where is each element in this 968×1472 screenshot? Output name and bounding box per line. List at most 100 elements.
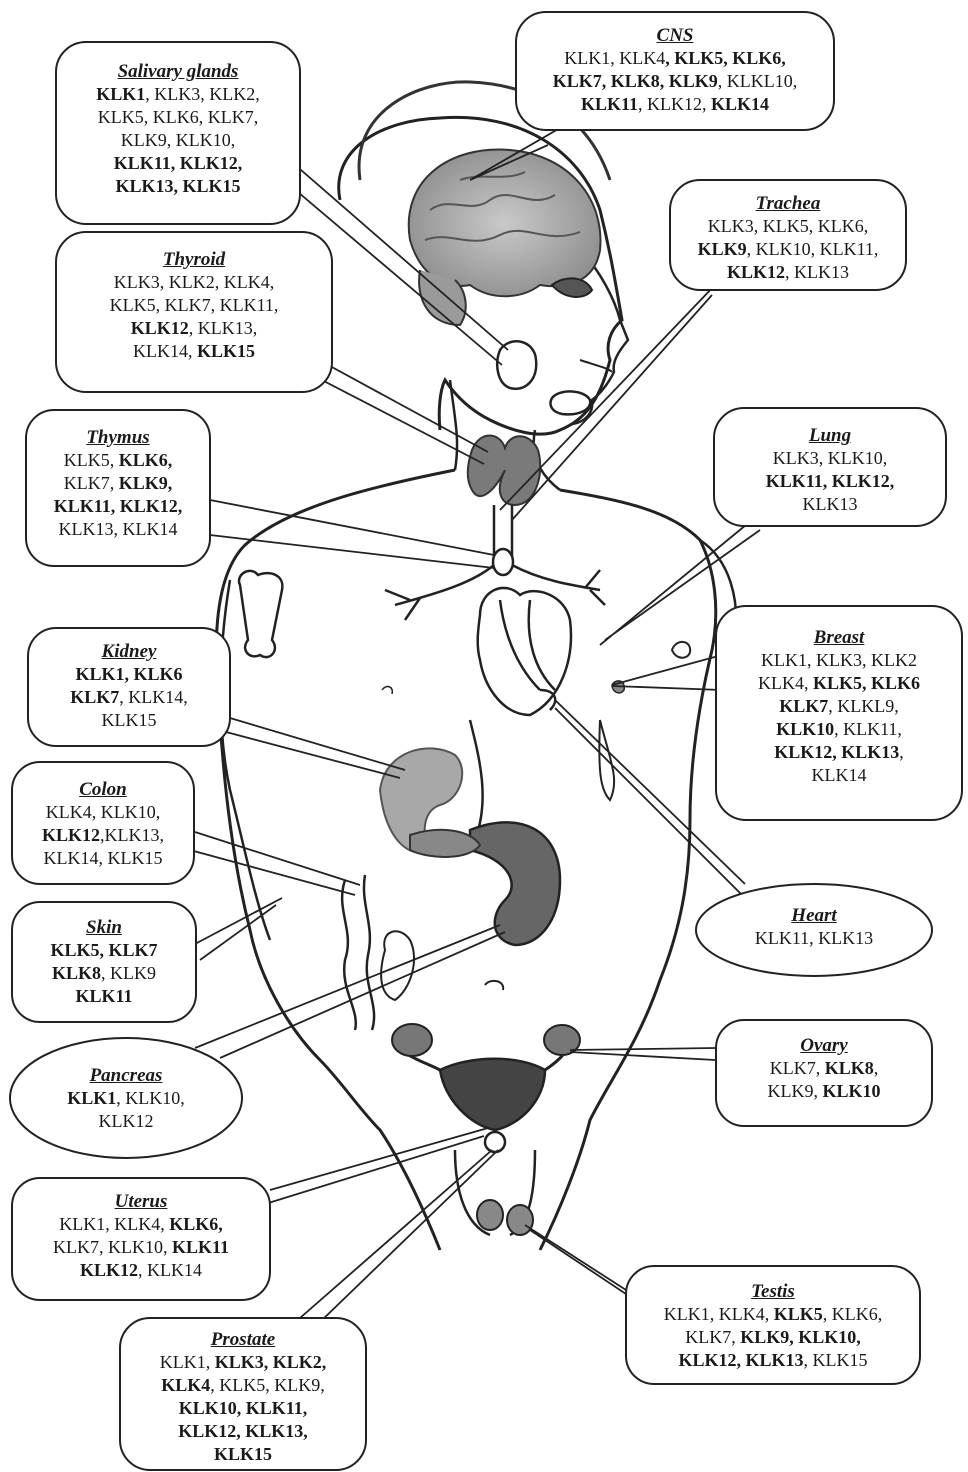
left-nipple-icon bbox=[382, 687, 392, 694]
gene-text: KLK5, KLK7, KLK11, bbox=[110, 295, 279, 315]
gene-line: KLK12,KLK13, bbox=[16, 824, 190, 847]
tissue-title-cns: CNS bbox=[520, 24, 830, 47]
gene-list-thymus: KLK5, KLK6,KLK7, KLK9,KLK11, KLK12,KLK13… bbox=[30, 449, 206, 541]
bone-icon bbox=[239, 571, 282, 657]
gene-list-colon: KLK4, KLK10,KLK12,KLK13,KLK14, KLK15 bbox=[16, 801, 190, 870]
gene-list-kidney: KLK1, KLK6KLK7, KLK14,KLK15 bbox=[32, 663, 226, 732]
gene-line: KLK11, KLK12, bbox=[60, 152, 296, 175]
gene-line: KLK13, KLK14 bbox=[30, 518, 206, 541]
gene-line: KLK13 bbox=[718, 493, 942, 516]
gene-line: KLK7, KLK9, bbox=[30, 472, 206, 495]
gene-bold: KLK12 bbox=[727, 262, 785, 282]
gene-text: KLK1, KLK4, bbox=[59, 1214, 169, 1234]
gene-bold: KLK5 bbox=[774, 1304, 823, 1324]
gene-text: KLK5, KLK6, KLK7, bbox=[98, 107, 258, 127]
gene-line: KLK7, KLK10, KLK11 bbox=[16, 1236, 266, 1259]
callout-prostate: Prostate KLK1, KLK3, KLK2,KLK4, KLK5, KL… bbox=[124, 1328, 362, 1466]
leader-skin bbox=[195, 898, 282, 960]
gene-bold: KLK4 bbox=[161, 1375, 210, 1395]
callout-ovary: Ovary KLK7, KLK8,KLK9, KLK10 bbox=[720, 1034, 928, 1103]
gene-bold: , KLK5, KLK6, bbox=[665, 48, 786, 68]
testis-right-icon bbox=[507, 1205, 533, 1235]
gene-line: KLK3, KLK10, bbox=[718, 447, 942, 470]
tissue-title-heart: Heart bbox=[712, 904, 916, 927]
gene-list-thyroid: KLK3, KLK2, KLK4,KLK5, KLK7, KLK11,KLK12… bbox=[60, 271, 328, 363]
gene-line: KLK12, KLK13 bbox=[674, 261, 902, 284]
tissue-title-ovary: Ovary bbox=[720, 1034, 928, 1057]
gene-text: , KLK10, KLK11, bbox=[747, 239, 879, 259]
leader-kidney bbox=[226, 718, 405, 778]
gene-line: KLK14, KLK15 bbox=[16, 847, 190, 870]
gene-bold: KLK7 bbox=[779, 696, 828, 716]
gene-text: KLK5, bbox=[64, 450, 119, 470]
callout-testis: Testis KLK1, KLK4, KLK5, KLK6,KLK7, KLK9… bbox=[630, 1280, 916, 1372]
gene-text: KLK11, KLK13 bbox=[755, 928, 873, 948]
thymus-icon bbox=[493, 549, 513, 575]
gene-line: KLK11, KLK12, KLK14 bbox=[520, 93, 830, 116]
gene-text: , bbox=[899, 742, 904, 762]
gene-line: KLK5, KLK6, KLK7, bbox=[60, 106, 296, 129]
submandibular-gland-icon bbox=[550, 391, 590, 414]
gene-text: , KLK13, bbox=[189, 318, 258, 338]
gene-text: KLK7, bbox=[685, 1327, 740, 1347]
gene-bold: KLK15 bbox=[214, 1444, 272, 1464]
ovary-left-icon bbox=[392, 1024, 432, 1056]
gene-line: KLK12, KLK13, KLK15 bbox=[630, 1349, 916, 1372]
gene-bold: KLK6, bbox=[169, 1214, 223, 1234]
gene-bold: KLK12, KLK13 bbox=[774, 742, 899, 762]
gene-bold: KLK12, KLK13, bbox=[178, 1421, 308, 1441]
gene-line: KLK7, KLKL9, bbox=[720, 695, 958, 718]
gene-line: KLK11, KLK12, bbox=[718, 470, 942, 493]
callout-trachea: Trachea KLK3, KLK5, KLK6,KLK9, KLK10, KL… bbox=[674, 192, 902, 284]
callout-heart: Heart KLK11, KLK13 bbox=[712, 904, 916, 950]
tissue-title-pancreas: Pancreas bbox=[30, 1064, 222, 1087]
gene-text: KLK13 bbox=[803, 494, 858, 514]
gene-line: KLK1, KLK10, bbox=[30, 1087, 222, 1110]
gene-bold: KLK11 bbox=[172, 1237, 229, 1257]
gene-text: KLK9, bbox=[767, 1081, 822, 1101]
gene-text: KLK4, KLK10, bbox=[46, 802, 161, 822]
torso-right-outline bbox=[540, 490, 716, 1250]
gene-line: KLK9, KLK10 bbox=[720, 1080, 928, 1103]
gene-text: KLK7, KLK10, bbox=[53, 1237, 172, 1257]
gene-text: KLK3, KLK5, KLK6, bbox=[708, 216, 868, 236]
tissue-title-testis: Testis bbox=[630, 1280, 916, 1303]
gene-text: , KLK15 bbox=[804, 1350, 868, 1370]
gene-list-prostate: KLK1, KLK3, KLK2,KLK4, KLK5, KLK9,KLK10,… bbox=[124, 1351, 362, 1466]
gene-text: KLK1, KLK4 bbox=[564, 48, 665, 68]
gene-text: KLK1, KLK3, KLK2 bbox=[761, 650, 917, 670]
gene-bold: KLK1 bbox=[67, 1088, 116, 1108]
gene-bold: KLK6, bbox=[119, 450, 173, 470]
gene-line: KLK4, KLK10, bbox=[16, 801, 190, 824]
tissue-title-skin: Skin bbox=[16, 916, 192, 939]
gene-bold: KLK9, bbox=[119, 473, 173, 493]
gene-bold: KLK12 bbox=[80, 1260, 138, 1280]
gene-bold: KLK11 bbox=[581, 94, 638, 114]
gene-line: KLK1, KLK4, KLK5, KLK6, bbox=[520, 47, 830, 70]
gene-line: KLK3, KLK2, KLK4, bbox=[60, 271, 328, 294]
gene-bold: KLK7 bbox=[70, 687, 119, 707]
gene-text: , KLK9 bbox=[101, 963, 156, 983]
gene-bold: KLK15 bbox=[197, 341, 255, 361]
gene-bold: KLK7, KLK8, KLK9 bbox=[553, 71, 718, 91]
gene-bold: KLK1 bbox=[96, 84, 145, 104]
gene-bold: KLK14 bbox=[711, 94, 769, 114]
gene-text: , KLK6, bbox=[823, 1304, 883, 1324]
gene-bold: KLK5, KLK6 bbox=[813, 673, 920, 693]
gene-line: KLK9, KLK10, KLK11, bbox=[674, 238, 902, 261]
uterus-icon bbox=[440, 1059, 545, 1130]
gene-text: , bbox=[874, 1058, 879, 1078]
callout-thymus: Thymus KLK5, KLK6,KLK7, KLK9,KLK11, KLK1… bbox=[30, 426, 206, 541]
callout-pancreas: Pancreas KLK1, KLK10,KLK12 bbox=[30, 1064, 222, 1133]
gene-line: KLK1, KLK6 bbox=[32, 663, 226, 686]
gene-line: KLK10, KLK11, bbox=[124, 1397, 362, 1420]
gene-text: , KLK13 bbox=[785, 262, 849, 282]
gene-line: KLK9, KLK10, bbox=[60, 129, 296, 152]
gene-bold: KLK10, KLK11, bbox=[179, 1398, 308, 1418]
gene-bold: KLK10 bbox=[822, 1081, 880, 1101]
tissue-title-colon: Colon bbox=[16, 778, 190, 801]
gene-list-testis: KLK1, KLK4, KLK5, KLK6,KLK7, KLK9, KLK10… bbox=[630, 1303, 916, 1372]
